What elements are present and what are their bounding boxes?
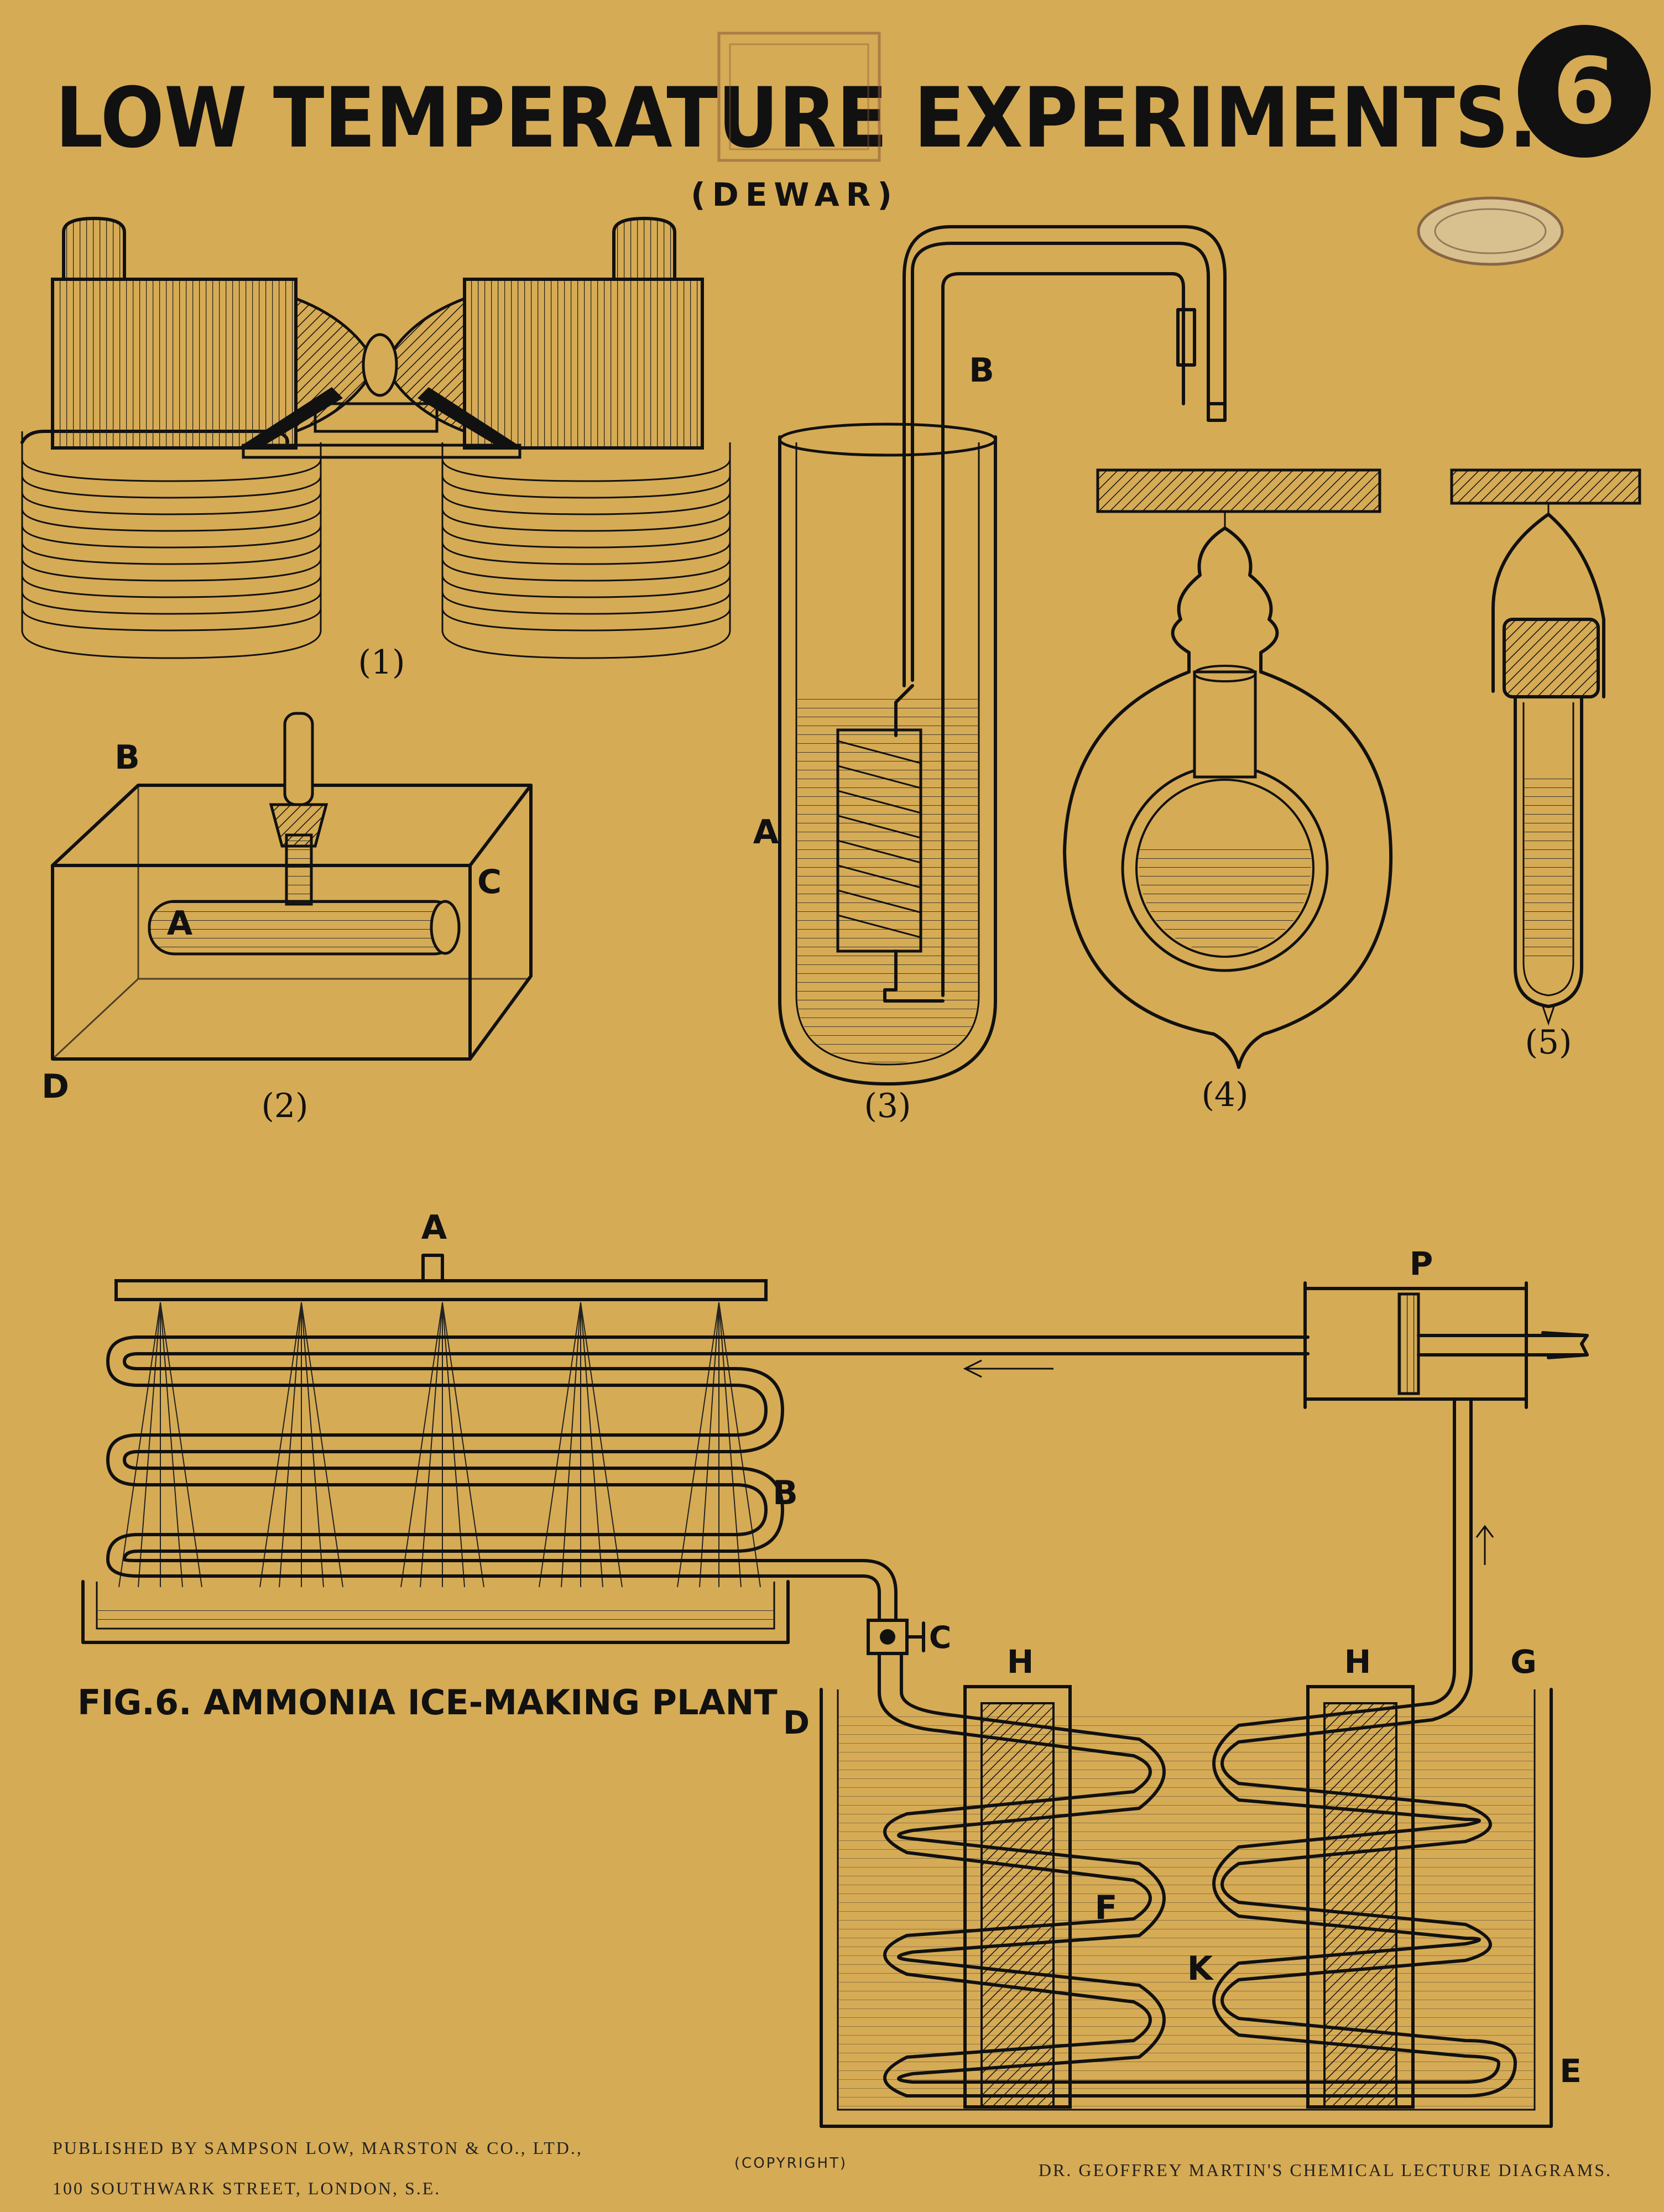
figure-6-label-p: P [1410, 1245, 1433, 1282]
figure-6-label-k: K [1187, 1949, 1214, 1988]
figure-6-label-b: B [773, 1474, 798, 1512]
figure-3-caption: (3) [864, 1087, 911, 1125]
footer-copyright: (COPYRIGHT) [734, 2155, 847, 2172]
footer-publisher-line-1: PUBLISHED BY SAMPSON LOW, MARSTON & CO.,… [53, 2138, 583, 2158]
spray-cones [118, 1302, 761, 1588]
figure-6-ammonia-plant: A B C FIG.6. AMMONIA ICE-MAKING PLANT D [77, 1208, 1589, 2128]
figure-6-label-a: A [421, 1208, 447, 1247]
figure-6-label-d: D [783, 1704, 810, 1741]
page-subtitle: (DEWAR) [691, 176, 899, 213]
figure-5-caption: (5) [1525, 1023, 1572, 1062]
figure-6-label-g: G [1510, 1643, 1537, 1681]
figure-6-caption: FIG.6. AMMONIA ICE-MAKING PLANT [77, 1682, 778, 1723]
figure-6-label-f: F [1095, 1888, 1118, 1927]
figure-2-ice-block: A B C D (2) [41, 712, 533, 1125]
figure-1-caption: (1) [358, 643, 405, 682]
figure-3-label-b: B [969, 351, 994, 390]
page-title: LOW TEMPERATURE EXPERIMENTS. [55, 70, 1537, 166]
plate-number-badge [1518, 25, 1651, 158]
serpentine-coil [106, 1335, 1310, 1622]
evaporator-coils [878, 1397, 1517, 2098]
figure-2-caption: (2) [262, 1087, 309, 1125]
figure-2-label-d: D [41, 1067, 69, 1106]
figure-4-caption: (4) [1202, 1076, 1249, 1114]
right-coil [441, 442, 731, 659]
figure-2-label-b: B [114, 738, 140, 777]
library-stamp [717, 32, 881, 162]
figure-5-hanging-tube: (5) [1450, 468, 1641, 1062]
library-seal [1417, 196, 1564, 266]
figure-2-label-a: A [167, 904, 193, 943]
footer-series: DR. GEOFFREY MARTIN'S CHEMICAL LECTURE D… [1039, 2160, 1612, 2180]
figure-3-label-a: A [753, 813, 779, 852]
figure-6-label-h-left: H [1007, 1643, 1034, 1681]
plate-number: 6 [1553, 38, 1616, 144]
figure-6-label-c: C [929, 1620, 951, 1655]
figure-2-label-c: C [477, 863, 502, 901]
left-coil [20, 430, 322, 659]
footer-publisher-line-2: 100 SOUTHWARK STREET, LONDON, S.E. [53, 2178, 441, 2198]
figure-6-label-e: E [1559, 2052, 1582, 2090]
figure-6-label-h-right: H [1344, 1643, 1371, 1681]
compressor [1303, 1281, 1589, 1409]
figure-1-electromagnet: (1) [20, 216, 731, 682]
figure-3-dewar-vessel: B A (3) [753, 225, 1227, 1125]
figure-4-hanging-flask: (4) [1063, 468, 1393, 1114]
